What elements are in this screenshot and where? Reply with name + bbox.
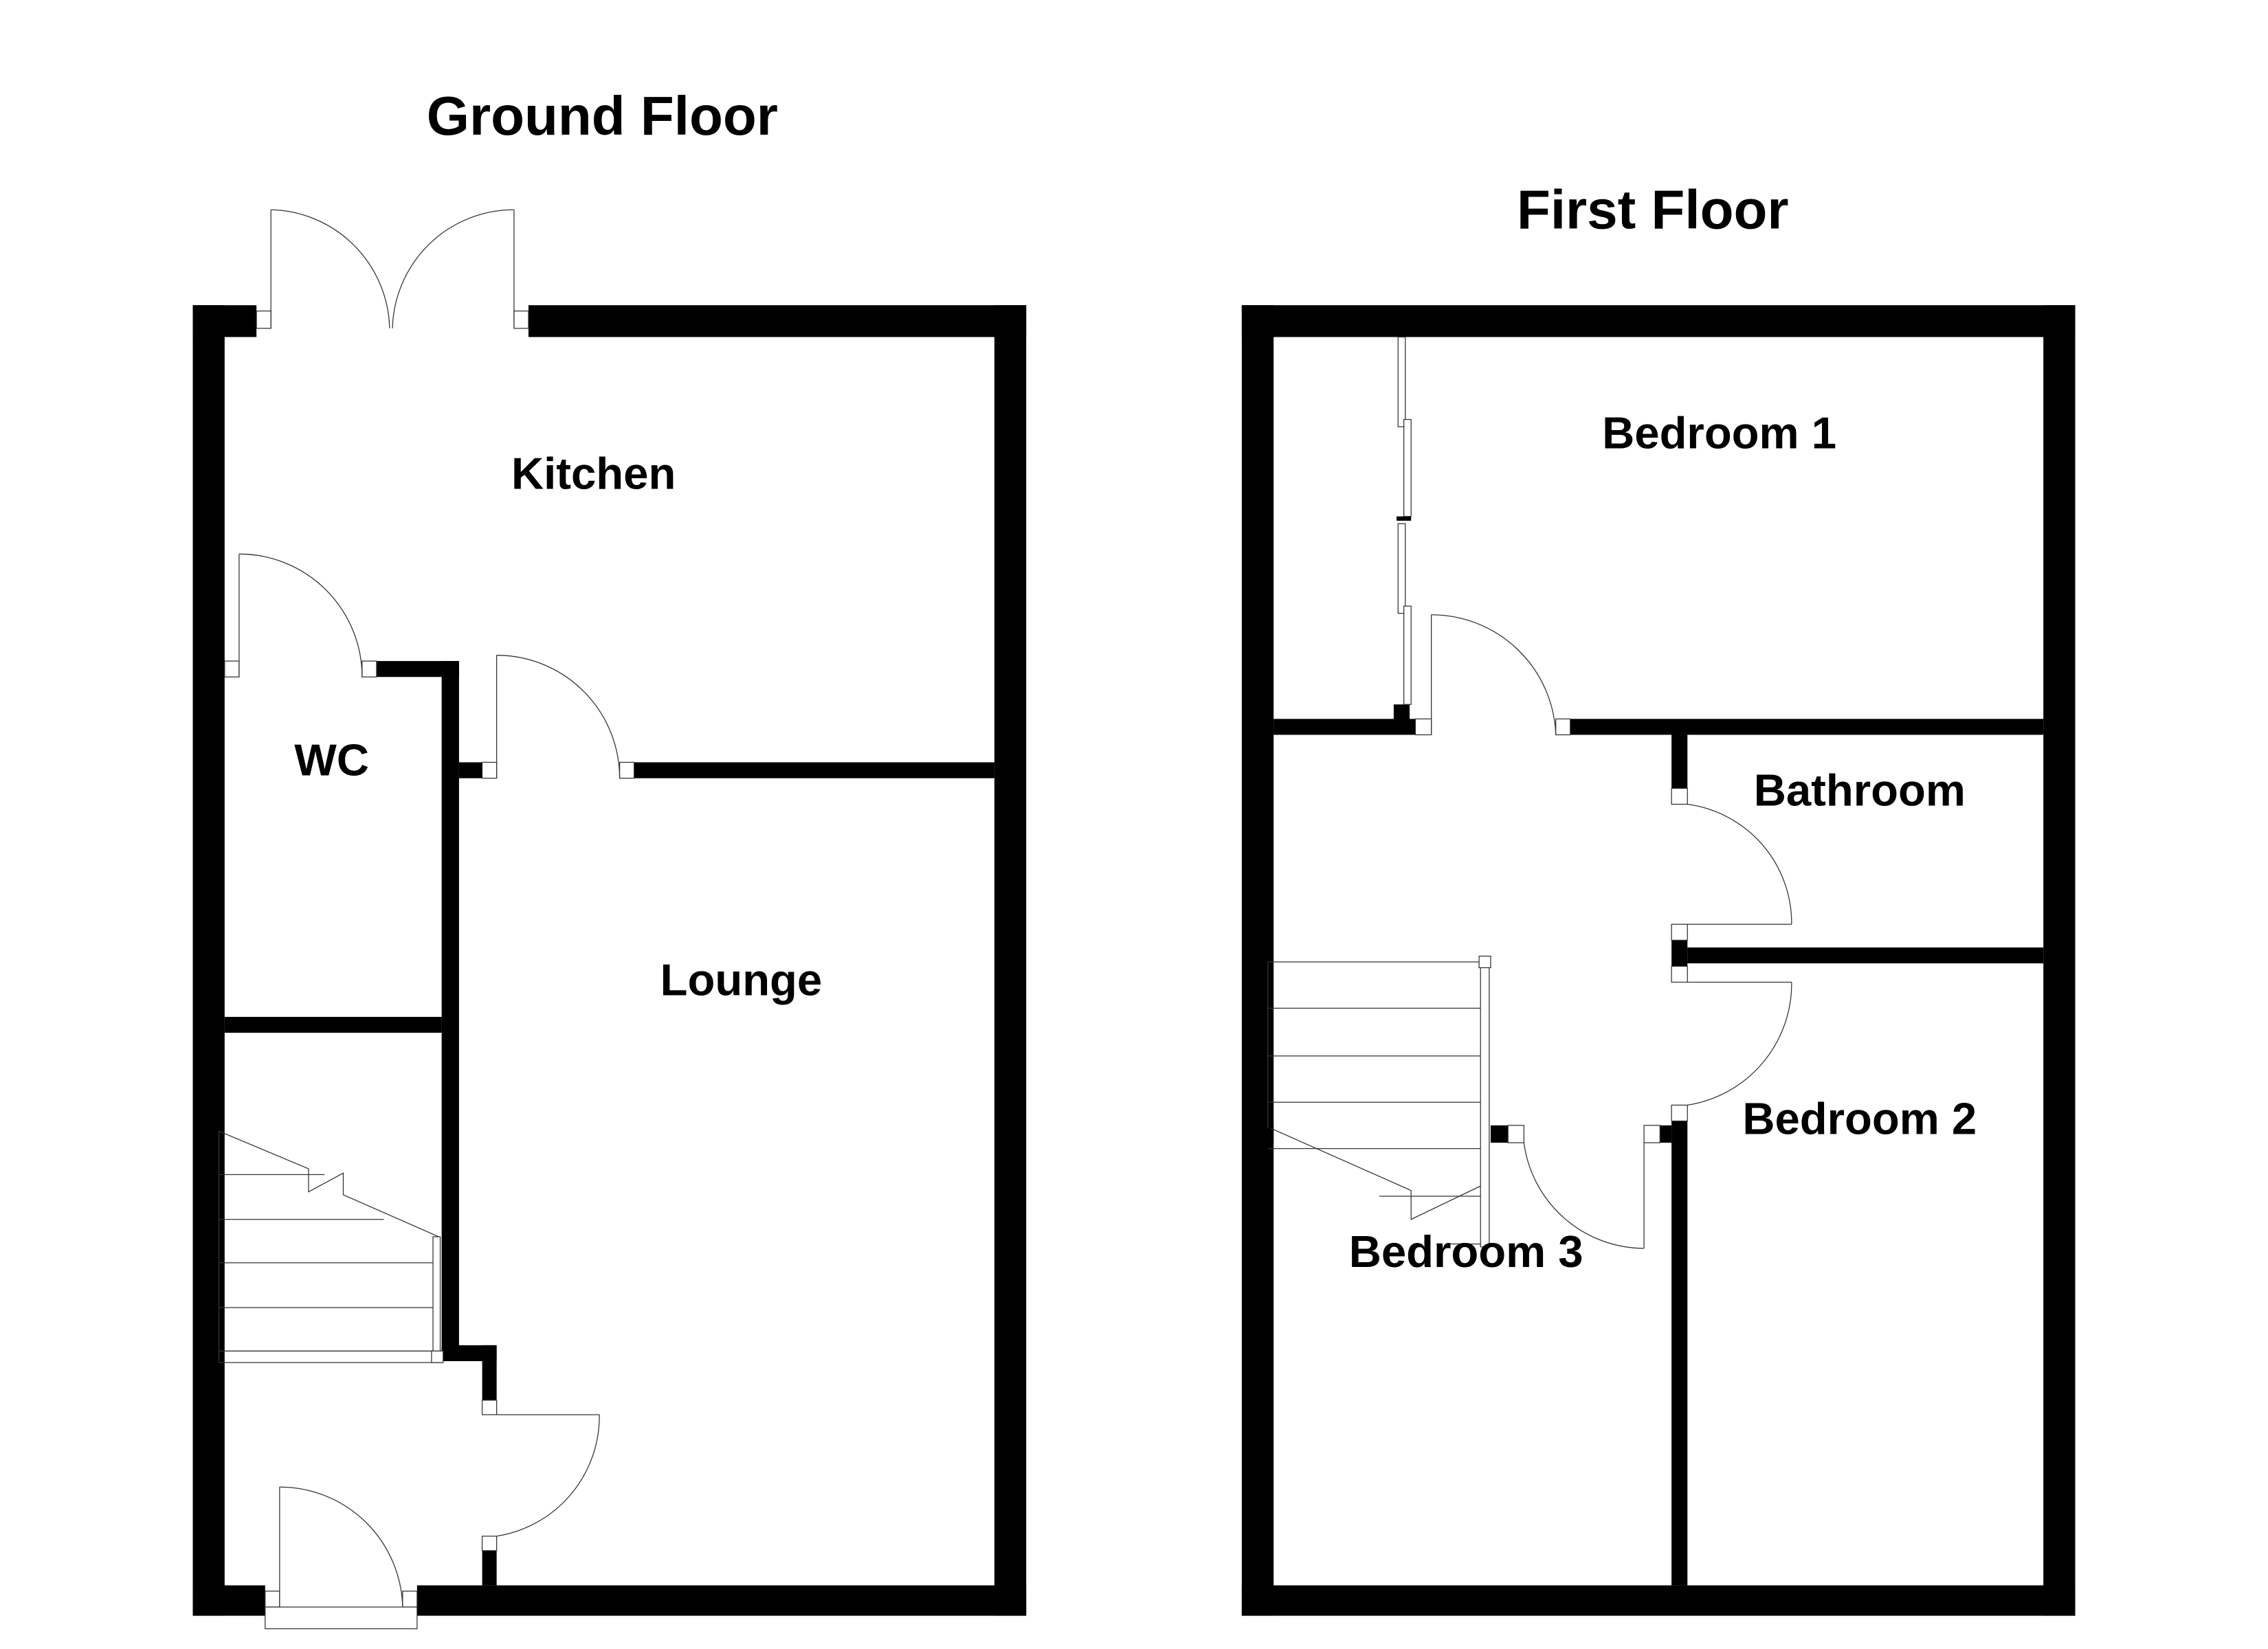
first-floor-stairs xyxy=(1267,955,1491,1248)
room-label-bedroom2: Bedroom 2 xyxy=(1742,1094,1977,1144)
ground-floor-outer-walls xyxy=(192,305,1027,1616)
hall-lounge-door[interactable] xyxy=(481,1400,600,1551)
first-floor-internal-walls xyxy=(1267,516,2044,1586)
wardrobe-sliding-doors[interactable] xyxy=(1397,336,1412,705)
lounge-kitchen-door[interactable] xyxy=(481,655,635,779)
bedroom2-door[interactable] xyxy=(1671,965,1792,1122)
bedroom1-door[interactable] xyxy=(1414,614,1571,736)
room-label-kitchen: Kitchen xyxy=(511,449,676,499)
kitchen-french-doors[interactable] xyxy=(256,209,529,329)
ground-floor-title: Ground Floor xyxy=(427,85,778,146)
first-floor-plan: First Floor xyxy=(1241,179,2076,1616)
room-label-bedroom1: Bedroom 1 xyxy=(1602,408,1836,458)
room-label-bathroom: Bathroom xyxy=(1754,765,1966,816)
wc-door[interactable] xyxy=(224,553,377,677)
first-floor-title: First Floor xyxy=(1517,179,1789,240)
room-label-lounge: Lounge xyxy=(660,954,823,1005)
ground-floor-stairs xyxy=(218,1130,444,1363)
bedroom3-door[interactable] xyxy=(1507,1125,1660,1249)
ground-floor-plan: Ground Floor xyxy=(192,85,1027,1630)
room-label-wc: WC xyxy=(294,734,369,785)
first-floor-outer-walls xyxy=(1241,305,2076,1616)
front-door[interactable] xyxy=(265,1486,418,1630)
bathroom-door[interactable] xyxy=(1671,787,1792,941)
room-label-bedroom3: Bedroom 3 xyxy=(1349,1226,1583,1277)
ground-floor-internal-walls xyxy=(224,661,994,1586)
